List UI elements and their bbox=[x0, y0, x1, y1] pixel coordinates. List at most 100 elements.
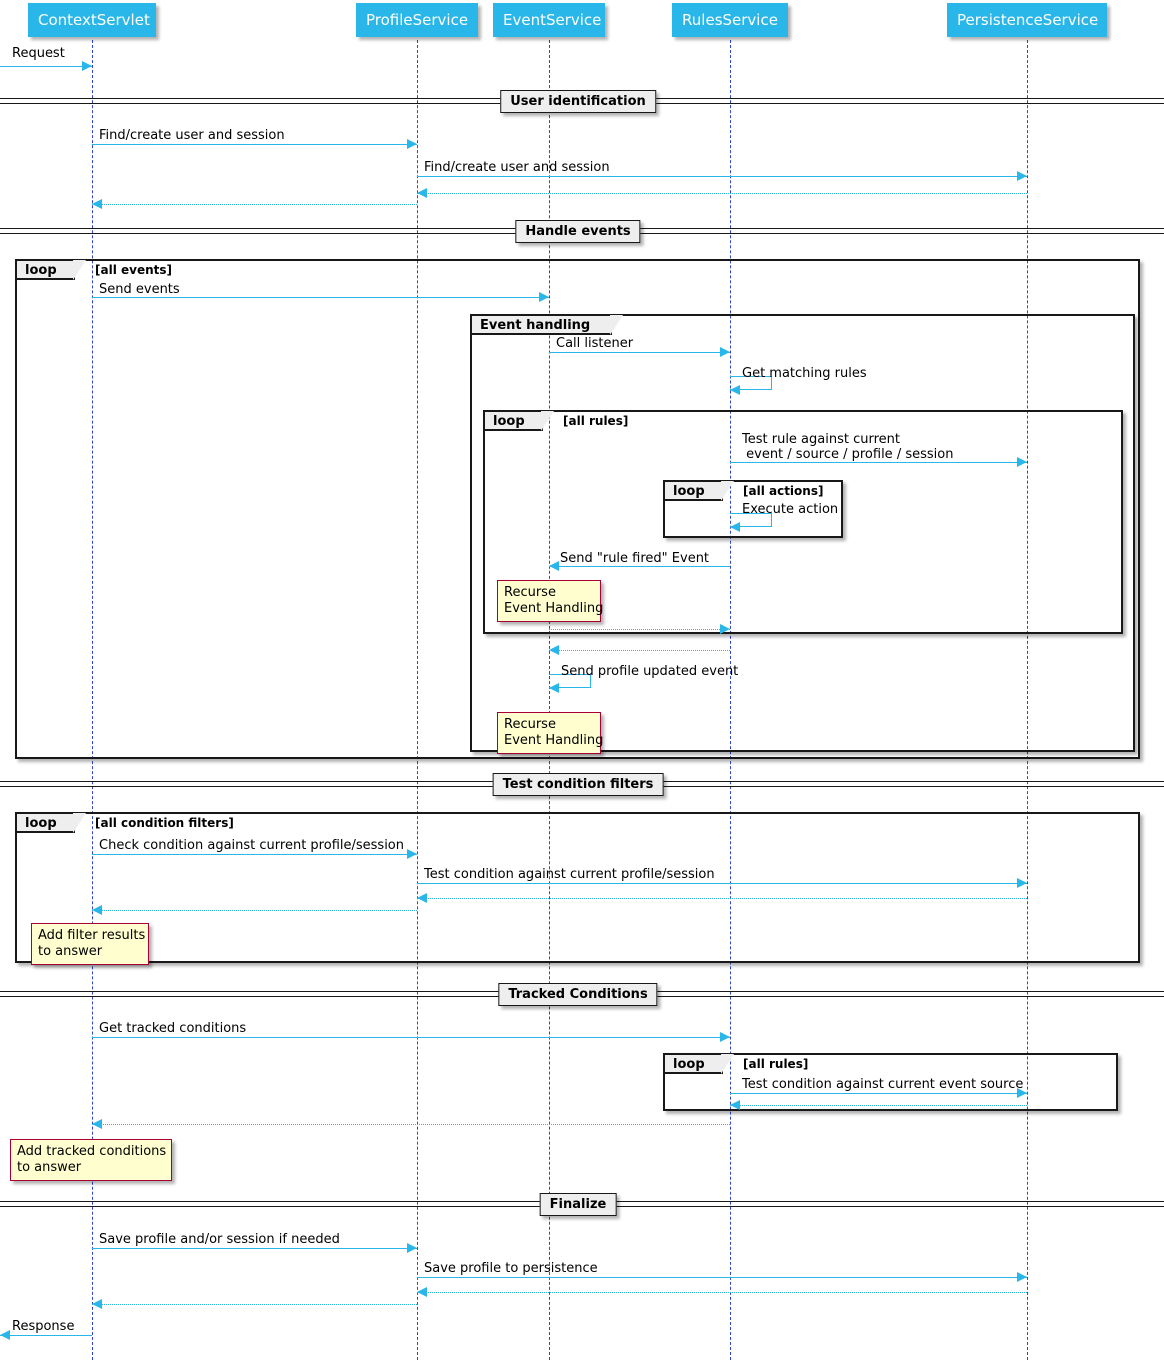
lifeline-contextservlet bbox=[92, 40, 93, 1360]
group-tab-5: loop bbox=[665, 1054, 734, 1074]
lifeline-eventservice bbox=[549, 40, 550, 1360]
note-2: Add filter results to answer bbox=[31, 923, 149, 965]
divider-1: Handle events bbox=[0, 220, 1164, 243]
divider-label-0: User identification bbox=[500, 90, 656, 113]
message-line-m15 bbox=[92, 854, 417, 855]
participant-eventservice[interactable]: EventService bbox=[493, 3, 605, 37]
group-condition-4: [all condition filters] bbox=[95, 816, 234, 830]
group-tab-notch-4 bbox=[73, 813, 86, 833]
group-frame-0: loop bbox=[15, 259, 1140, 759]
message-line-m11 bbox=[549, 566, 730, 567]
arrow-m4 bbox=[417, 188, 427, 198]
arrow-m1 bbox=[82, 61, 92, 71]
group-tab-4: loop bbox=[17, 813, 86, 833]
group-condition-3: [all actions] bbox=[743, 484, 824, 498]
message-line-m4 bbox=[417, 193, 1027, 194]
arrow-m15 bbox=[407, 849, 417, 859]
self-message-m8 bbox=[730, 376, 772, 390]
message-line-m12 bbox=[549, 629, 730, 630]
divider-3: Tracked Conditions bbox=[0, 983, 1164, 1006]
note-0: Recurse Event Handling bbox=[497, 580, 603, 622]
message-label-m6: Send events bbox=[99, 282, 180, 297]
arrow-m21 bbox=[730, 1100, 740, 1110]
arrow-m17 bbox=[417, 893, 427, 903]
arrow-m20 bbox=[1017, 1088, 1027, 1098]
group-frame-5: loop bbox=[663, 1053, 1118, 1111]
group-tab-notch-0 bbox=[73, 260, 86, 280]
divider-2: Test condition filters bbox=[0, 773, 1164, 796]
arrow-m10 bbox=[730, 522, 740, 532]
arrow-m3 bbox=[1017, 171, 1027, 181]
arrow-m27 bbox=[0, 1330, 10, 1340]
note-1: Recurse Event Handling bbox=[497, 712, 603, 754]
message-label-m19: Get tracked conditions bbox=[99, 1021, 247, 1036]
arrow-m25 bbox=[417, 1287, 427, 1297]
message-line-m26 bbox=[92, 1304, 417, 1305]
arrow-m2 bbox=[407, 139, 417, 149]
message-label-m8: Get matching rules bbox=[742, 366, 867, 381]
participant-contextservlet[interactable]: ContextServlet bbox=[28, 3, 156, 37]
message-label-m7: Call listener bbox=[556, 336, 634, 351]
message-label-m9: Test rule against current event / source… bbox=[742, 432, 954, 462]
group-tab-notch-1 bbox=[610, 315, 623, 335]
note-3: Add tracked conditions to answer bbox=[10, 1139, 172, 1181]
arrow-m22 bbox=[92, 1119, 102, 1129]
message-label-m14: Send profile updated event bbox=[561, 664, 739, 679]
arrow-m16 bbox=[1017, 878, 1027, 888]
message-line-m23 bbox=[92, 1248, 417, 1249]
message-line-m3 bbox=[417, 176, 1027, 177]
message-line-m24 bbox=[417, 1277, 1027, 1278]
group-tab-notch-2 bbox=[541, 411, 554, 431]
divider-4: Finalize bbox=[0, 1193, 1164, 1216]
message-line-m9 bbox=[730, 462, 1027, 463]
divider-0: User identification bbox=[0, 90, 1164, 113]
divider-label-2: Test condition filters bbox=[492, 773, 664, 796]
arrow-m14 bbox=[549, 683, 559, 693]
message-label-m2: Find/create user and session bbox=[99, 128, 285, 143]
group-condition-5: [all rules] bbox=[743, 1057, 809, 1071]
group-tab-notch-3 bbox=[721, 481, 734, 501]
group-tab-3: loop bbox=[665, 481, 734, 501]
message-line-m5 bbox=[92, 204, 417, 205]
self-message-m14 bbox=[549, 674, 591, 688]
participant-profileservice[interactable]: ProfileService bbox=[356, 3, 478, 37]
arrow-m6 bbox=[539, 292, 549, 302]
arrow-m26 bbox=[92, 1299, 102, 1309]
group-tab-0: loop bbox=[17, 260, 86, 280]
divider-label-3: Tracked Conditions bbox=[498, 983, 658, 1006]
arrow-m7 bbox=[720, 347, 730, 357]
arrow-m8 bbox=[730, 385, 740, 395]
message-line-m6 bbox=[92, 297, 549, 298]
lifeline-rulesservice bbox=[730, 40, 731, 1360]
divider-label-1: Handle events bbox=[515, 220, 641, 243]
message-line-m7 bbox=[549, 352, 730, 353]
group-tab-notch-5 bbox=[721, 1054, 734, 1074]
message-label-m24: Save profile to persistence bbox=[424, 1261, 598, 1276]
arrow-m18 bbox=[92, 905, 102, 915]
message-line-m16 bbox=[417, 883, 1027, 884]
message-line-m25 bbox=[417, 1292, 1027, 1293]
message-line-m2 bbox=[92, 144, 417, 145]
participant-persistenceservice[interactable]: PersistenceService bbox=[947, 3, 1107, 37]
message-line-m17 bbox=[417, 898, 1027, 899]
message-label-m3: Find/create user and session bbox=[424, 160, 610, 175]
group-frame-1: Event handling bbox=[470, 314, 1135, 752]
arrow-m19 bbox=[720, 1032, 730, 1042]
message-label-m20: Test condition against current event sou… bbox=[742, 1077, 1024, 1092]
arrow-m5 bbox=[92, 199, 102, 209]
message-label-m16: Test condition against current profile/s… bbox=[424, 867, 715, 882]
participant-rulesservice[interactable]: RulesService bbox=[672, 3, 788, 37]
message-line-m13 bbox=[549, 650, 730, 651]
arrow-m24 bbox=[1017, 1272, 1027, 1282]
message-line-m22 bbox=[92, 1124, 730, 1125]
group-frame-4: loop bbox=[15, 812, 1140, 963]
arrow-m12 bbox=[720, 624, 730, 634]
group-frame-2: loop bbox=[483, 410, 1123, 634]
message-line-m1 bbox=[0, 66, 92, 67]
group-tab-2: loop bbox=[485, 411, 554, 431]
arrow-m9 bbox=[1017, 457, 1027, 467]
message-label-m1: Request bbox=[12, 46, 65, 61]
message-line-m18 bbox=[92, 910, 417, 911]
self-message-m10 bbox=[730, 513, 772, 527]
